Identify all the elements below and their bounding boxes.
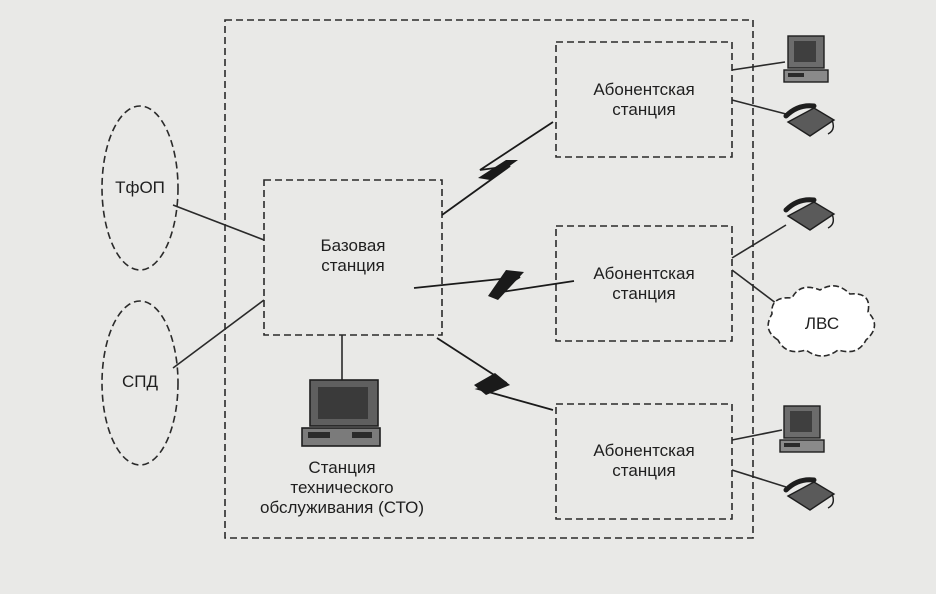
subscriber-station-box-3 xyxy=(555,403,733,520)
subscriber-station-label-1: Абонентская станция xyxy=(570,80,718,120)
base-station-box xyxy=(263,179,443,336)
computer-icon xyxy=(301,379,381,447)
maintenance-station-line3: обслуживания (СТО) xyxy=(260,498,424,517)
link-ss2-phone xyxy=(731,224,787,259)
base-station-line2: станция xyxy=(321,256,385,275)
subscriber-station-line2: станция xyxy=(612,100,676,119)
maintenance-station-line2: технического xyxy=(290,478,394,497)
computer-icon xyxy=(783,35,829,83)
spd-label: СПД xyxy=(121,372,158,391)
computer-icon xyxy=(779,405,825,453)
cloud-icon xyxy=(767,285,876,357)
telephone-icon xyxy=(783,477,836,511)
telephone-icon xyxy=(783,103,836,137)
tfop-label: ТфОП xyxy=(115,178,165,197)
subscriber-station-line1: Абонентская xyxy=(593,264,695,283)
tfop-ellipse xyxy=(101,105,179,271)
base-station-label: Базовая станция xyxy=(290,236,416,276)
lvs-label: ЛВС xyxy=(804,314,840,333)
link-ss1-computer xyxy=(731,61,786,71)
subscriber-station-line1: Абонентская xyxy=(593,80,695,99)
subscriber-station-line2: станция xyxy=(612,461,676,480)
maintenance-station-label: Станция технического обслуживания (СТО) xyxy=(226,458,458,518)
telephone-icon xyxy=(783,197,836,231)
link-tfop-base xyxy=(172,204,265,241)
system-boundary xyxy=(224,19,754,539)
maintenance-station-line1: Станция xyxy=(308,458,376,477)
subscriber-station-label-3: Абонентская станция xyxy=(570,441,718,481)
spd-ellipse xyxy=(101,300,179,466)
link-ss3-computer xyxy=(731,429,783,441)
link-spd-base xyxy=(172,299,265,369)
subscriber-station-box-2 xyxy=(555,225,733,342)
subscriber-station-label-2: Абонентская станция xyxy=(570,264,718,304)
subscriber-station-box-1 xyxy=(555,41,733,158)
link-ss3-phone xyxy=(731,469,787,488)
link-ss1-phone xyxy=(731,99,787,115)
subscriber-station-line1: Абонентская xyxy=(593,441,695,460)
subscriber-station-line2: станция xyxy=(612,284,676,303)
base-station-line1: Базовая xyxy=(320,236,386,255)
